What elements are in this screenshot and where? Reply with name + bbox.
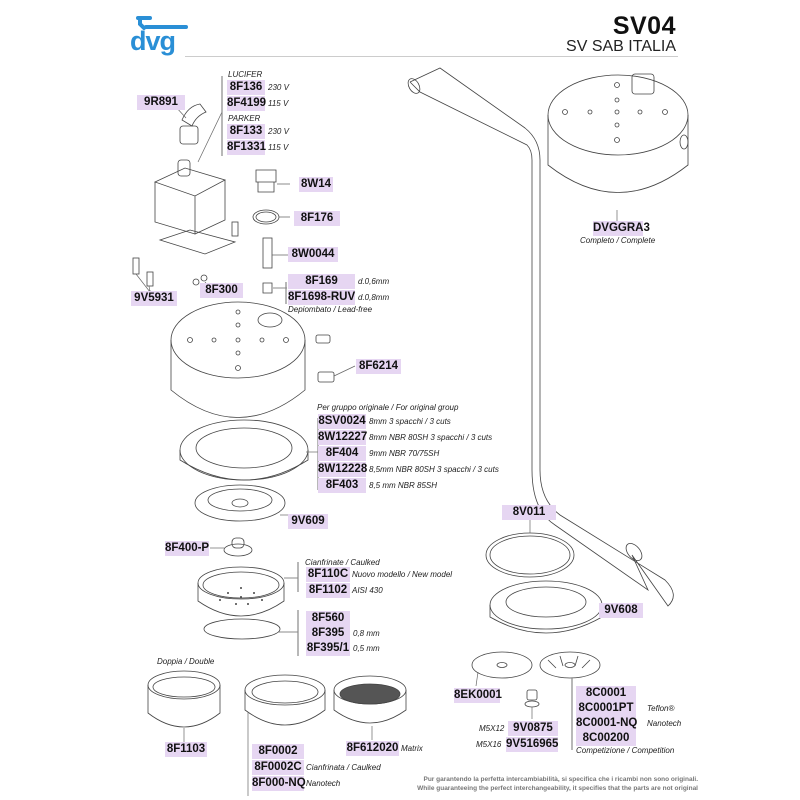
shower-screen-drawing <box>197 562 299 656</box>
part-note: d.0,6mm <box>358 277 390 286</box>
part-8W0044[interactable]: 8W0044 <box>288 247 338 262</box>
part-8F400-P[interactable]: 8F400-P <box>165 541 210 556</box>
part-8F133[interactable]: 8F133 <box>227 124 265 139</box>
screw-size: M5X16 <box>476 740 502 749</box>
part-note: 115 V <box>268 143 289 152</box>
part-8W14[interactable]: 8W14 <box>299 177 333 192</box>
part-8F0002C[interactable]: 8F0002C <box>252 760 304 775</box>
shower-holder-drawing <box>194 484 290 522</box>
part-8F169[interactable]: 8F169 <box>288 274 355 289</box>
part-8F0002[interactable]: 8F0002 <box>252 744 304 759</box>
part-8F1103[interactable]: 8F1103 <box>165 742 207 757</box>
model-title: SV04 <box>612 12 676 40</box>
part-note: 8,5mm NBR 80SH 3 spacchi / 3 cuts <box>369 465 499 474</box>
elbow-drawing <box>174 103 207 145</box>
part-9V5931[interactable]: 9V5931 <box>131 291 177 306</box>
part-note: 8,5 mm NBR 85SH <box>369 481 438 490</box>
part-8C0001-NQ[interactable]: 8C0001-NQ <box>576 716 638 731</box>
competition-note: Competizione / Competition <box>576 746 675 755</box>
part-8F176[interactable]: 8F176 <box>294 211 340 226</box>
part-note: 0,8 mm <box>353 629 380 638</box>
part-8F395-1[interactable]: 8F395/1 <box>306 641 350 656</box>
part-note: Cianfrinata / Caulked <box>306 763 381 772</box>
part-8V011[interactable]: 8V011 <box>502 505 556 520</box>
lucifer-label: LUCIFER <box>228 70 263 79</box>
part-8SV0024[interactable]: 8SV0024 <box>318 414 366 429</box>
lead-free-note: Depiombato / Lead-free <box>288 305 373 314</box>
part-note: AISI 430 <box>352 586 383 595</box>
brand-logo: dvg <box>130 26 176 56</box>
part-8W12227[interactable]: 8W12227 <box>318 430 368 445</box>
part-8F1331[interactable]: 8F1331 <box>227 140 267 155</box>
filter-baskets-drawing <box>147 670 407 796</box>
part-8W12228[interactable]: 8W12228 <box>318 462 368 477</box>
gasket-drawing <box>179 418 319 490</box>
part-note: Nanotech <box>647 719 682 728</box>
part-note: 230 V <box>268 127 289 136</box>
part-8EK0001[interactable]: 8EK0001 <box>454 688 502 703</box>
screw-valve-drawing <box>210 537 253 557</box>
part-8C0001PT[interactable]: 8C0001PT <box>576 701 636 716</box>
double-label: Doppia / Double <box>157 657 215 666</box>
part-9V516965[interactable]: 9V516965 <box>506 737 559 752</box>
footer-disclaimer-en: While guaranteeing the perfect interchan… <box>417 785 698 792</box>
part-8F612020[interactable]: 8F612020 <box>346 741 399 756</box>
part-8F560[interactable]: 8F560 <box>306 611 350 626</box>
pipe-drawing <box>407 67 674 607</box>
lower-right-parts-drawing <box>471 518 612 750</box>
part-note: 230 V <box>268 83 289 92</box>
part-note: 8mm NBR 80SH 3 spacchi / 3 cuts <box>369 433 493 442</box>
screw-size: M5X12 <box>479 724 505 733</box>
part-8F110C[interactable]: 8F110C <box>306 567 350 582</box>
part-9V0875[interactable]: 9V0875 <box>508 721 558 736</box>
part-8F1102[interactable]: 8F1102 <box>306 583 350 598</box>
part-8F404[interactable]: 8F404 <box>318 446 366 461</box>
part-DVGGRA3[interactable]: DVGGRA3 <box>593 221 650 236</box>
header-divider <box>185 56 678 57</box>
parker-label: PARKER <box>228 114 261 123</box>
solenoid-valve-drawing <box>153 76 237 255</box>
complete-note: Completo / Complete <box>580 236 656 245</box>
part-9R891[interactable]: 9R891 <box>137 95 185 110</box>
part-8F403[interactable]: 8F403 <box>318 478 366 493</box>
part-note: Nanotech <box>306 779 341 788</box>
part-8F1698-RUV[interactable]: 8F1698-RUV <box>288 290 356 305</box>
part-8F300[interactable]: 8F300 <box>200 283 243 298</box>
part-note: 8mm 3 spacchi / 3 cuts <box>369 417 451 426</box>
dvg-logo-icon <box>136 16 188 30</box>
part-note: Matrix <box>401 744 423 753</box>
part-9V609[interactable]: 9V609 <box>288 514 328 529</box>
part-note: Nuovo modello / New model <box>352 570 453 579</box>
part-8C00200[interactable]: 8C00200 <box>576 731 636 746</box>
part-8F4199[interactable]: 8F4199 <box>227 96 267 111</box>
part-9V608[interactable]: 9V608 <box>599 603 643 618</box>
footer-disclaimer-it: Pur garantendo la perfetta intercambiabi… <box>423 776 698 783</box>
manufacturer-subtitle: SV SAB ITALIA <box>566 38 676 55</box>
part-8F000-NQ[interactable]: 8F000-NQ <box>252 776 306 791</box>
gasket-heading: Per gruppo originale / For original grou… <box>317 403 459 412</box>
part-8F136[interactable]: 8F136 <box>227 80 265 95</box>
part-8F395[interactable]: 8F395 <box>306 626 350 641</box>
part-note: d.0,8mm <box>358 293 390 302</box>
group-body-drawing <box>170 301 356 418</box>
part-note: 0,5 mm <box>353 644 380 653</box>
part-note: 115 V <box>268 99 289 108</box>
complete-group-drawing <box>547 73 689 222</box>
part-8C0001[interactable]: 8C0001 <box>576 686 636 701</box>
shower-heading: Cianfrinate / Caulked <box>305 558 380 567</box>
part-note: Teflon® <box>647 704 675 713</box>
part-8F6214[interactable]: 8F6214 <box>356 359 401 374</box>
part-note: 9mm NBR 70/75SH <box>369 449 440 458</box>
